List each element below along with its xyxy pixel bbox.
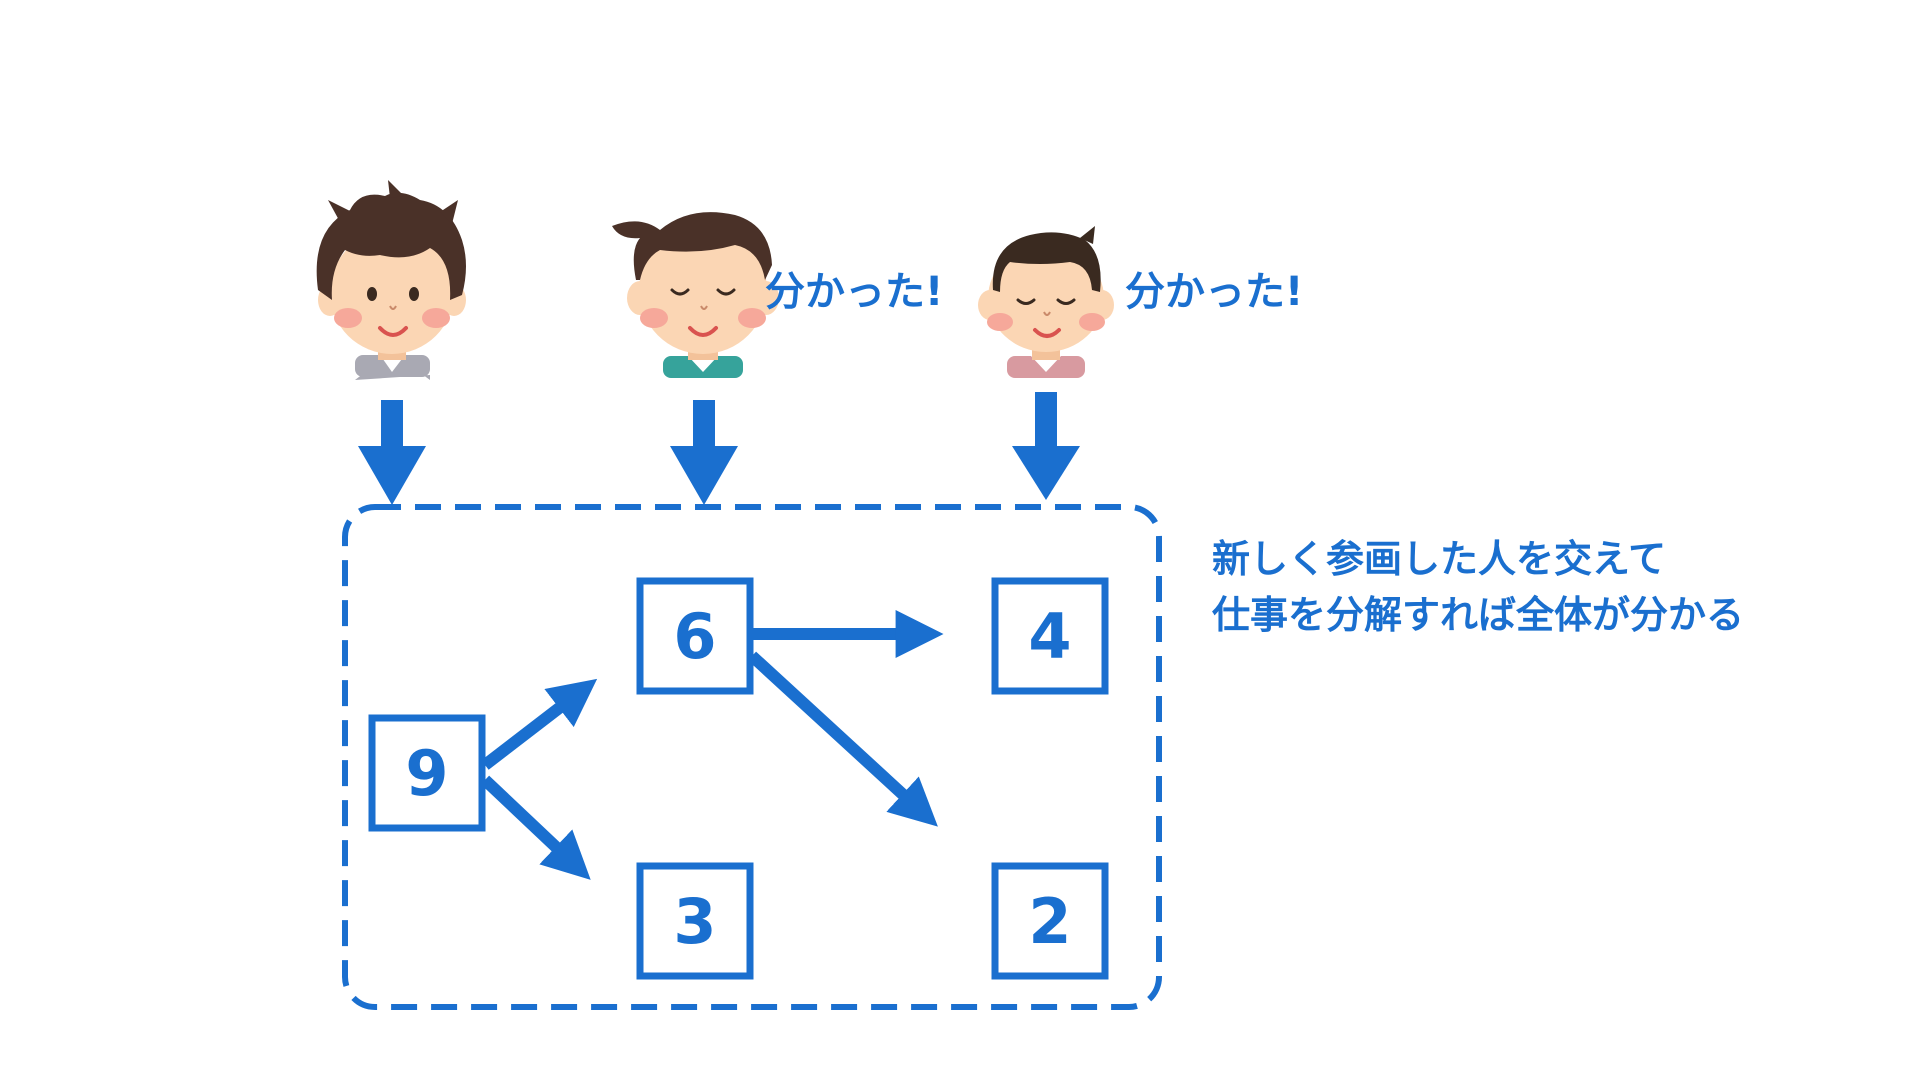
- task-box-4: 4: [991, 577, 1109, 695]
- caption-line-1: 新しく参画した人を交えて: [1212, 537, 1666, 581]
- man-eyes-closed-icon: [612, 212, 779, 378]
- task-edges: [480, 610, 944, 880]
- edge-9-to-3: [480, 775, 591, 880]
- person-right: [978, 226, 1114, 378]
- down-arrow-center: [670, 400, 738, 505]
- person-center: [612, 212, 779, 378]
- curly-hair-man-icon: [316, 180, 466, 380]
- speech-center: 分かった!: [765, 269, 943, 315]
- task-box-9: 9: [368, 714, 486, 832]
- task-label-2: 2: [1028, 885, 1071, 958]
- caption-line-2: 仕事を分解すれば全体が分かる: [1212, 593, 1744, 637]
- task-label-4: 4: [1028, 600, 1071, 673]
- task-label-3: 3: [673, 885, 716, 958]
- task-box-2: 2: [991, 862, 1109, 980]
- task-box-3: 3: [636, 862, 754, 980]
- task-group-container: [342, 504, 1162, 1010]
- edge-9-to-6: [481, 678, 598, 770]
- task-label-9: 9: [405, 737, 448, 810]
- person-left: [316, 180, 466, 380]
- task-box-6: 6: [636, 577, 754, 695]
- boy-eyes-closed-icon: [978, 226, 1114, 378]
- edge-6-to-2: [747, 651, 938, 827]
- speech-right: 分かった!: [1125, 269, 1303, 315]
- down-arrow-right: [1012, 392, 1080, 500]
- down-arrow-left: [358, 400, 426, 505]
- task-label-6: 6: [673, 600, 716, 673]
